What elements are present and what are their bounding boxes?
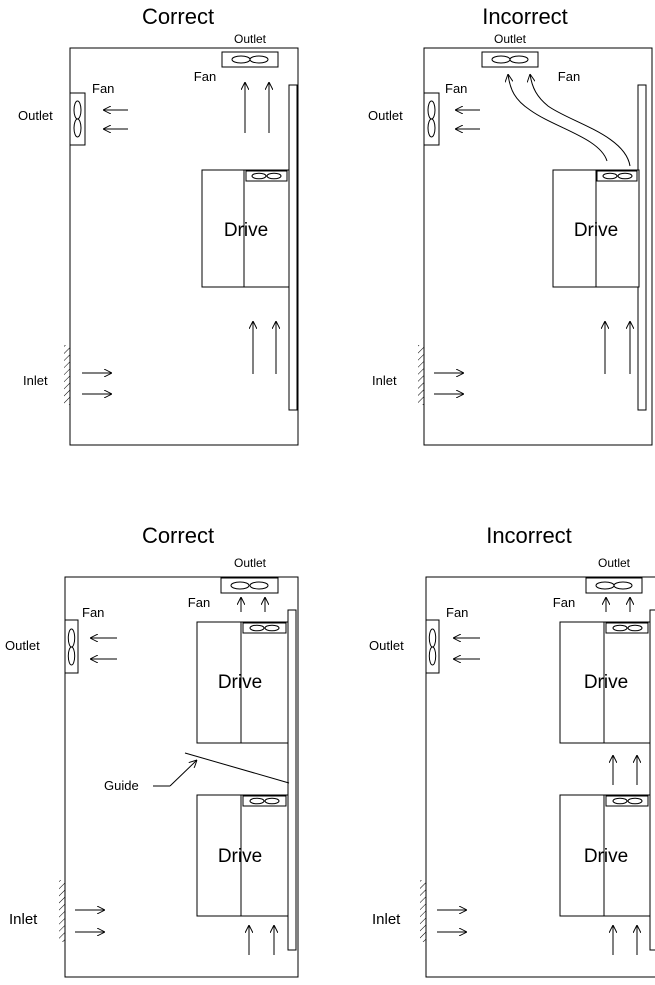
guide-label: Guide xyxy=(104,778,139,793)
drive-unit-upper xyxy=(196,621,289,744)
inlet-label: Inlet xyxy=(23,373,48,388)
side-fan-icon xyxy=(425,619,440,674)
guide-plate xyxy=(184,752,290,784)
top-fan-icon xyxy=(220,577,279,594)
panel-incorrect-single: Incorrect Outlet Fan Outlet Fan Dr xyxy=(368,4,653,446)
arrow-curved xyxy=(530,74,631,167)
panel-title: Incorrect xyxy=(486,523,572,548)
fan-top-label: Fan xyxy=(553,595,575,610)
fan-top-label: Fan xyxy=(188,595,210,610)
side-fan-icon xyxy=(423,92,440,146)
outlet-top-label: Outlet xyxy=(234,32,267,46)
panel-correct-stacked: Correct Outlet Fan Outlet Fan Drive xyxy=(5,523,299,978)
outlet-side-label: Outlet xyxy=(368,108,403,123)
fan-top-label: Fan xyxy=(194,69,216,84)
panel-incorrect-stacked: Incorrect Outlet Fan Outlet Fan Drive xyxy=(369,523,655,978)
outlet-top-label: Outlet xyxy=(494,32,527,46)
panel-correct-single: Correct Outlet Fan Outlet Fan xyxy=(18,4,299,446)
mounting-rail xyxy=(649,609,655,951)
fan-side-label: Fan xyxy=(445,81,467,96)
fan-side-label: Fan xyxy=(446,605,468,620)
inlet-label: Inlet xyxy=(372,911,401,928)
inlet-vent xyxy=(64,345,70,405)
drive-label-lower: Drive xyxy=(218,846,262,867)
drive-unit xyxy=(552,169,640,288)
top-fan-icon xyxy=(221,51,279,68)
fan-side-label: Fan xyxy=(82,605,104,620)
drive-label-lower: Drive xyxy=(584,846,628,867)
side-fan-icon xyxy=(64,619,79,674)
drive-unit-upper xyxy=(559,621,651,744)
drive-unit-lower xyxy=(559,794,651,917)
drive-label: Drive xyxy=(224,220,268,241)
fan-top-label: Fan xyxy=(558,69,580,84)
drive-label: Drive xyxy=(574,220,618,241)
inlet-vent xyxy=(59,880,65,942)
inlet-label: Inlet xyxy=(9,911,38,928)
drive-unit xyxy=(201,169,290,288)
mounting-rail xyxy=(288,84,298,411)
drive-label-upper: Drive xyxy=(584,672,628,693)
panel-title: Correct xyxy=(142,523,214,548)
guide-leader-arrow xyxy=(169,760,197,787)
outlet-side-label: Outlet xyxy=(5,638,40,653)
outlet-top-label: Outlet xyxy=(234,556,267,570)
inlet-label: Inlet xyxy=(372,373,397,388)
mounting-rail xyxy=(287,609,297,951)
panel-title: Correct xyxy=(142,4,214,29)
fan-side-label: Fan xyxy=(92,81,114,96)
inlet-vent xyxy=(418,345,424,405)
drive-unit-lower xyxy=(196,794,289,917)
outlet-side-label: Outlet xyxy=(18,108,53,123)
inlet-vent xyxy=(420,880,426,942)
top-fan-icon xyxy=(481,51,539,68)
outlet-side-label: Outlet xyxy=(369,638,404,653)
arrow-curved xyxy=(508,74,608,162)
panel-title: Incorrect xyxy=(482,4,568,29)
outlet-top-label: Outlet xyxy=(598,556,631,570)
side-fan-icon xyxy=(69,92,86,146)
top-fan-icon xyxy=(585,577,643,594)
drive-label-upper: Drive xyxy=(218,672,262,693)
